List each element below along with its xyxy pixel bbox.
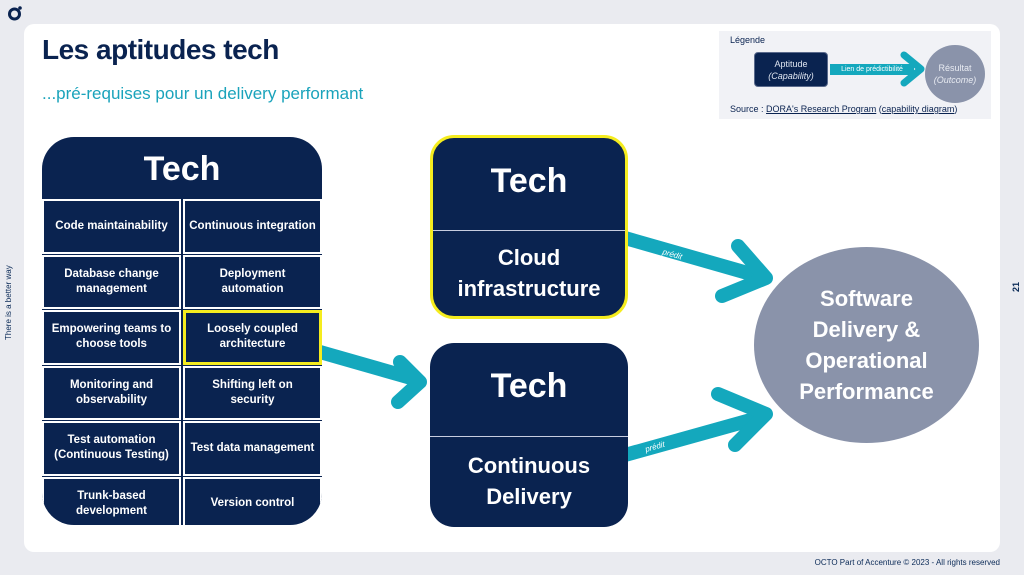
legend-result-label: Résultat [938, 63, 972, 73]
outcome-circle: Software Delivery & Operational Performa… [754, 247, 979, 443]
cd-box-label-line2: Delivery [486, 484, 572, 509]
capability-cell: Test automation (Continuous Testing) [42, 421, 181, 476]
capability-cell: Test data management [183, 421, 322, 476]
capability-cell: Shifting left on security [183, 365, 322, 420]
legend-result-circle: Résultat (Outcome) [925, 45, 985, 103]
cd-box-label-line1: Continuous [467, 453, 591, 478]
cloud-box-title: Tech [490, 162, 568, 200]
cloud-box-label: Cloud infrastructure [433, 242, 625, 304]
legend-aptitude-box: Aptitude (Capability) [754, 52, 828, 87]
source-paren-open: ( [876, 104, 882, 114]
legend-result-sub: (Outcome) [933, 75, 977, 85]
legend-aptitude-label: Aptitude [774, 59, 808, 69]
source-paren-close: ) [954, 104, 958, 114]
capability-cell: Deployment automation [183, 254, 322, 309]
capability-cell: Empowering teams to choose tools [42, 310, 181, 365]
tech-block-title: Tech [143, 150, 221, 188]
source-link-capability-diagram[interactable]: capability diagram [881, 104, 955, 114]
page-title: Les aptitudes tech [42, 34, 279, 65]
cloud-box-label-line1: Cloud [497, 245, 561, 270]
capability-cell: Trunk-based development [42, 476, 181, 525]
outcome-line4: Performance [799, 379, 934, 404]
capability-cell: Database change management [42, 254, 181, 309]
legend-aptitude-sub: (Capability) [768, 71, 814, 81]
capability-cell: Monitoring and observability [42, 365, 181, 420]
outcome-line3: Operational [805, 348, 928, 373]
octo-logo-icon [8, 6, 22, 21]
arrow-cd-to-outcome: prédit [623, 387, 773, 462]
legend-arrow-icon [900, 51, 925, 87]
source-prefix: Source : [730, 104, 767, 114]
page-subtitle: ...pré-requises pour un delivery perform… [42, 84, 364, 103]
capability-cell: Continuous integration [183, 199, 322, 254]
footer-copyright: OCTO Part of Accenture © 2023 - All righ… [814, 558, 1000, 567]
outcome-line2: Delivery & [812, 317, 921, 342]
legend-source: Source : DORA's Research Program (capabi… [730, 104, 957, 114]
arrow-capabilities-to-cd: prédit [318, 345, 427, 409]
capability-cell: Version control [183, 476, 322, 525]
cd-box-title: Tech [490, 367, 568, 405]
continuous-delivery-box: Tech Continuous Delivery [430, 343, 628, 527]
capability-cell: Code maintainability [42, 199, 181, 254]
legend-title: Légende [730, 35, 766, 45]
legend-box: Légende Aptitude (Capability) Lien de pr… [719, 31, 991, 119]
cd-box-label: Continuous Delivery [430, 450, 628, 512]
cloud-infrastructure-box: Tech Cloud infrastructure [430, 135, 628, 319]
legend-link-label: Lien de prédictibilité [830, 64, 914, 75]
outcome-line1: Software [820, 286, 913, 311]
cloud-box-label-line2: infrastructure [457, 276, 601, 301]
capability-cell: Loosely coupled architecture [183, 310, 322, 365]
cd-box-divider [430, 436, 628, 437]
source-link-dora[interactable]: DORA's Research Program [766, 104, 877, 114]
arrow-cloud-to-outcome: prédit [623, 231, 773, 303]
cloud-box-divider [433, 230, 625, 231]
